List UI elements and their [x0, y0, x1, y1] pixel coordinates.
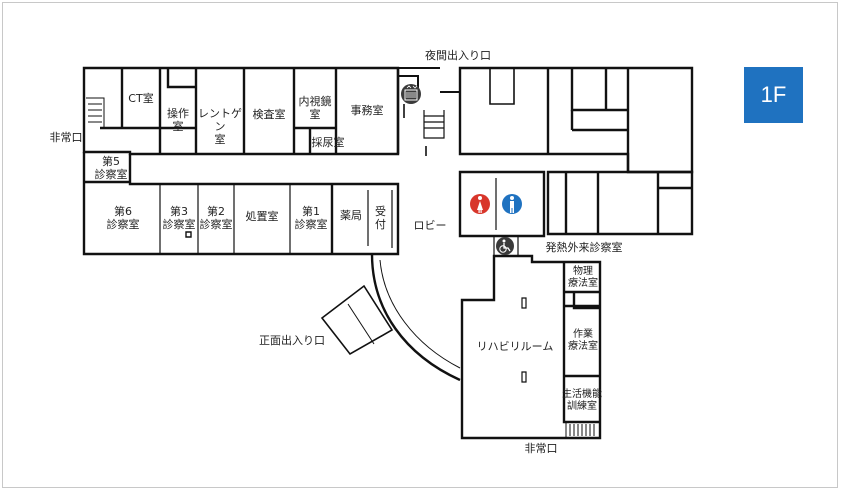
room-shin5: 第5 診察室	[94, 155, 128, 181]
room-yakkyoku: 薬局	[340, 209, 362, 222]
room-shin2: 第2 診察室	[199, 205, 233, 231]
elevator-icon	[401, 84, 421, 104]
men-restroom-icon	[502, 194, 522, 214]
shin3-marker	[185, 231, 192, 238]
room-shin3: 第3 診察室	[162, 205, 196, 231]
wheelchair-icon	[496, 237, 514, 255]
room-uketsuke: 受 付	[375, 205, 386, 231]
rehab-butsuri	[564, 290, 600, 310]
entrance-vestibule	[320, 284, 394, 356]
west-lower-wall	[82, 152, 400, 256]
room-jimu: 事務室	[350, 104, 384, 117]
room-rentogen: レントゲン 室	[198, 107, 242, 146]
room-ct: CT室	[128, 92, 154, 105]
wall-e6	[570, 110, 628, 132]
room-sagyo: 作業 療法室	[568, 329, 598, 352]
rehab-inner	[562, 262, 600, 424]
room-kensa: 検査室	[252, 108, 286, 121]
rehab-stair	[565, 422, 595, 438]
exit-main: 正面出入り口	[259, 334, 325, 347]
rehab-window-1	[521, 297, 527, 309]
wall-ct-notch	[166, 68, 196, 89]
room-hatsunetsu: 発熱外来診察室	[545, 241, 623, 254]
room-shin1: 第1 診察室	[294, 205, 328, 231]
exit-night: 夜間出入り口	[425, 49, 491, 62]
wall-e3	[570, 68, 628, 112]
rehab-window-2	[521, 371, 527, 383]
room-lobby: ロビー	[413, 219, 447, 232]
restroom-entry	[493, 236, 519, 256]
lobby-stair	[423, 110, 445, 139]
room-naishikyo: 内視鏡 室	[298, 95, 332, 121]
east-upper-wall	[458, 66, 694, 174]
entrance-wall-b	[379, 259, 461, 369]
wall-e1	[489, 68, 515, 105]
room-sainyo: 採尿室	[311, 136, 345, 149]
entrance-wall-a	[370, 253, 461, 382]
rehab-outline	[460, 254, 602, 440]
floor-badge: 1F	[744, 67, 803, 123]
room-shin6: 第6 診察室	[106, 205, 140, 231]
stair-west	[86, 97, 105, 128]
restroom-block	[458, 170, 546, 238]
room-sousa: 操作 室	[167, 107, 189, 133]
room-butsuri: 物理 療法室	[568, 266, 598, 289]
rehab-sagyo	[564, 304, 600, 378]
fever-block	[546, 170, 694, 236]
entrance-door-line	[347, 303, 375, 345]
exit-emergency-south: 非常口	[524, 442, 558, 455]
room-rehab: リハビリルーム	[476, 340, 554, 353]
women-restroom-icon	[470, 194, 490, 214]
night-entrance-wall	[398, 67, 460, 93]
exit-emergency-west: 非常口	[49, 131, 83, 144]
corridor-marks	[403, 104, 427, 156]
room-shochi: 処置室	[245, 210, 279, 223]
room-seikatsu: 生活機能 訓練室	[562, 389, 602, 412]
